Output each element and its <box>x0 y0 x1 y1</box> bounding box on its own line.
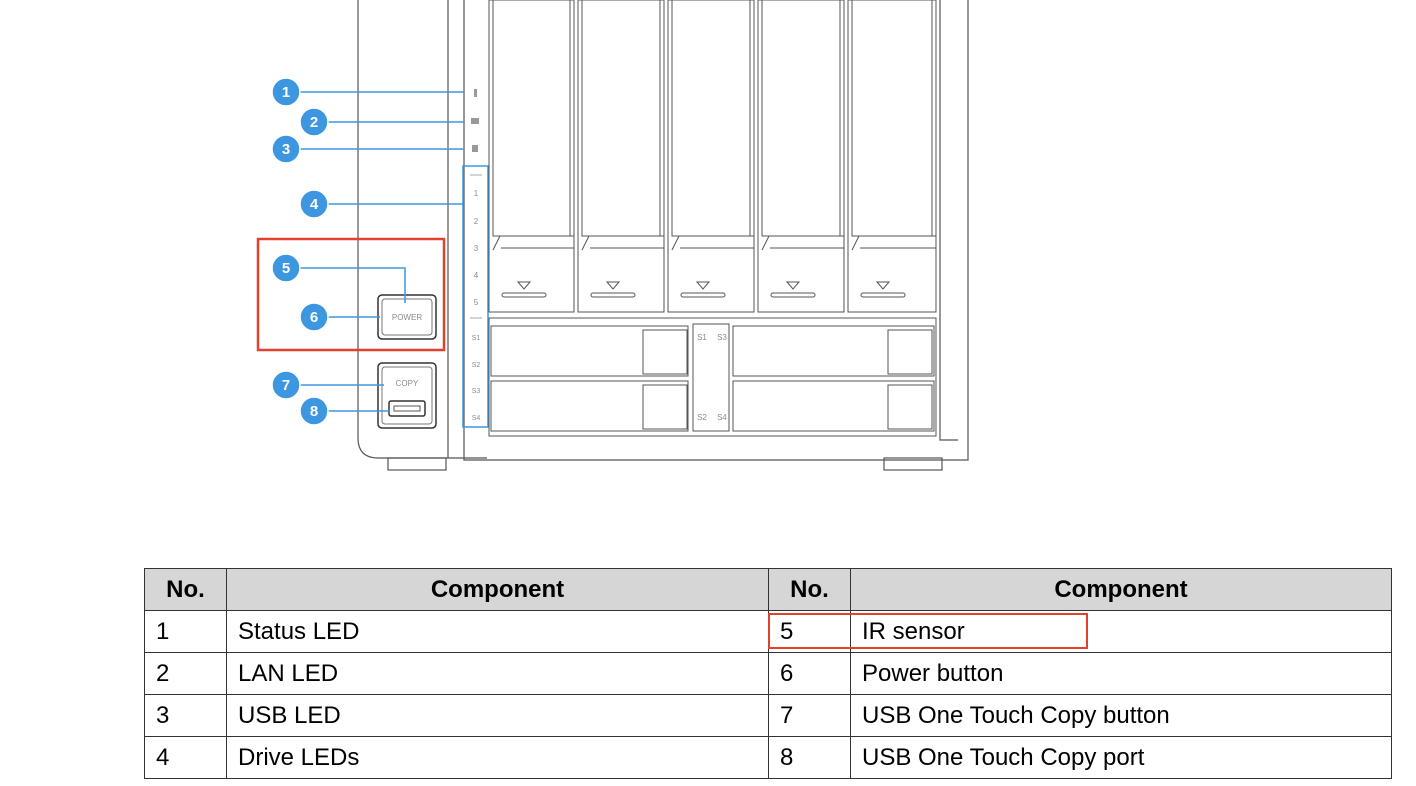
drive-led-label: 4 <box>474 271 479 280</box>
ssd-label: S3 <box>717 333 727 342</box>
usb-port[interactable] <box>388 400 426 417</box>
table-row: 2 LAN LED 6 Power button <box>144 652 1392 695</box>
svg-text:2: 2 <box>310 114 318 131</box>
status-led-icon <box>474 89 477 97</box>
cell-no: 6 <box>768 652 851 695</box>
ir-power-highlight <box>256 237 446 352</box>
callout-4: 4 <box>299 189 329 219</box>
drive-led-label: S2 <box>472 362 481 369</box>
table-row: 1 Status LED 5 IR sensor <box>144 610 1392 653</box>
table-header-row: No. Component No. Component <box>144 568 1392 611</box>
drive-bays <box>488 0 937 313</box>
drive-bay <box>667 0 755 313</box>
power-button-label: POWER <box>392 313 422 322</box>
cell-no: 3 <box>144 694 227 737</box>
svg-text:8: 8 <box>310 403 318 420</box>
drive-led-label: 1 <box>474 189 479 198</box>
table-row: 3 USB LED 7 USB One Touch Copy button <box>144 694 1392 737</box>
cell-no: 4 <box>144 736 227 779</box>
drive-bay <box>577 0 665 313</box>
component-table: No. Component No. Component 1 Status LED… <box>144 568 1392 779</box>
drive-bay <box>847 0 937 313</box>
drive-led-label: S3 <box>472 388 481 395</box>
ssd-slot <box>732 325 935 377</box>
callout-8: 8 <box>299 396 329 426</box>
cell-component: Power button <box>850 652 1392 695</box>
cell-component: IR sensor <box>850 610 1392 653</box>
cell-component: Drive LEDs <box>226 736 769 779</box>
cell-component: Status LED <box>226 610 769 653</box>
cell-no: 5 <box>768 610 851 653</box>
drive-led-label: S4 <box>472 415 481 422</box>
ssd-label: S4 <box>717 413 727 422</box>
nas-chassis <box>357 0 969 471</box>
callout-3: 3 <box>271 134 301 164</box>
ssd-label: S1 <box>697 333 707 342</box>
callout-7: 7 <box>271 370 301 400</box>
cell-no: 2 <box>144 652 227 695</box>
ssd-slots <box>488 317 937 437</box>
callout-lines <box>299 91 464 412</box>
usb-led-icon <box>472 145 478 152</box>
copy-button-label: COPY <box>396 379 419 388</box>
ssd-slot <box>490 325 689 377</box>
cell-no: 8 <box>768 736 851 779</box>
svg-text:6: 6 <box>310 309 318 326</box>
ssd-slot <box>490 380 689 432</box>
svg-text:5: 5 <box>282 260 290 277</box>
power-button[interactable]: POWER <box>377 294 437 340</box>
drive-led-label: 5 <box>474 298 479 307</box>
cell-no: 7 <box>768 694 851 737</box>
callout-6: 6 <box>299 302 329 332</box>
svg-text:7: 7 <box>282 377 290 394</box>
cell-component: USB One Touch Copy port <box>850 736 1392 779</box>
header-component: Component <box>226 568 769 611</box>
callout-1: 1 <box>271 77 301 107</box>
copy-button[interactable]: COPY <box>377 362 437 429</box>
cell-component: LAN LED <box>226 652 769 695</box>
header-no: No. <box>144 568 227 611</box>
drive-led-strip-highlight <box>462 165 489 428</box>
cell-no: 1 <box>144 610 227 653</box>
drive-led-label: 2 <box>474 217 479 226</box>
nas-front-diagram: 1 2 3 4 5 S1 S2 S3 S4 <box>256 0 969 471</box>
ssd-slot <box>732 380 935 432</box>
header-component: Component <box>850 568 1392 611</box>
header-no: No. <box>768 568 851 611</box>
ssd-label: S2 <box>697 413 707 422</box>
drive-bay <box>757 0 845 313</box>
svg-text:1: 1 <box>282 84 290 101</box>
svg-text:4: 4 <box>310 196 319 213</box>
callout-5: 5 <box>271 253 301 283</box>
svg-text:3: 3 <box>282 141 290 158</box>
cell-component: USB LED <box>226 694 769 737</box>
lan-led-icon <box>471 118 479 124</box>
drive-led-label: 3 <box>474 244 479 253</box>
drive-led-label: S1 <box>472 335 481 342</box>
drive-bay <box>488 0 575 313</box>
cell-component: USB One Touch Copy button <box>850 694 1392 737</box>
callout-2: 2 <box>299 107 329 137</box>
table-row: 4 Drive LEDs 8 USB One Touch Copy port <box>144 736 1392 779</box>
drive-led-strip: 1 2 3 4 5 S1 S2 S3 S4 <box>470 174 482 422</box>
indicator-icons <box>471 89 479 152</box>
